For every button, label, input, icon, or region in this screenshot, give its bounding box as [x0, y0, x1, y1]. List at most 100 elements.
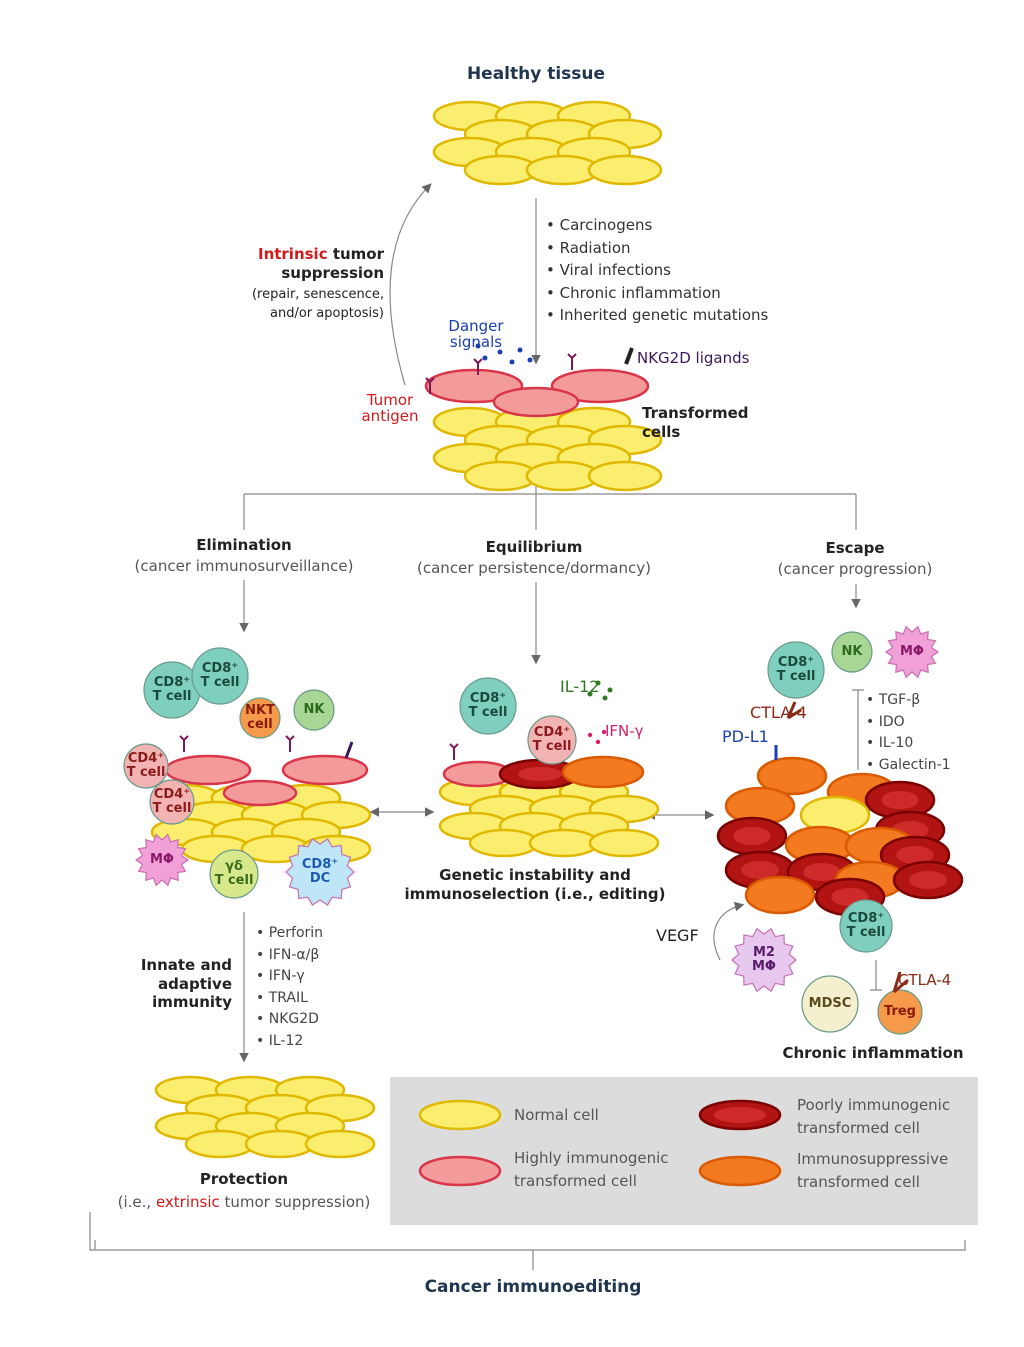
phase-equilibrium-title: Equilibrium [485, 538, 583, 556]
legend-swatches [418, 1099, 782, 1187]
causes-list: Carcinogens Radiation Viral infections C… [546, 214, 769, 327]
il12-label: IL-12 [560, 677, 600, 696]
intrinsic-suppression-label: Intrinsic tumor [258, 245, 384, 264]
inhibition-treg [870, 960, 882, 991]
cd4-t-cell [527, 715, 577, 765]
intrinsic-word: Intrinsic [257, 245, 328, 263]
title-healthy-tissue: Healthy tissue [466, 64, 606, 84]
highly-immunogenic-cell [281, 754, 369, 786]
effector-item: TRAIL [256, 988, 323, 1010]
legend-swatch-immunosuppressive [698, 1155, 782, 1187]
highly-immunogenic-cell [424, 368, 524, 404]
cause-item: Chronic inflammation [546, 282, 768, 305]
normal-cell [468, 828, 540, 858]
footer-cancer-immunoediting: Cancer immunoediting [424, 1277, 642, 1297]
tumor-antigen-icon [567, 353, 577, 370]
editing-caption-line1: Genetic instability and [439, 866, 631, 884]
ctla4-treg-label: CTLA-4 [898, 971, 952, 989]
highly-immunogenic-cell [222, 779, 298, 807]
effectors-list: Perforin IFN-α/β IFN-γ TRAIL NKG2D IL-12 [256, 923, 323, 1052]
immune-cells [123, 625, 940, 1035]
legend-swatch-normal [418, 1099, 502, 1131]
danger-signal-dot [517, 347, 523, 353]
legend-swatch-poorly-inner [714, 1107, 766, 1123]
cd8-dc-label: CD8⁺DC [301, 857, 339, 886]
macrophage [134, 833, 190, 887]
macrophage [884, 625, 940, 679]
protection-extrinsic-word: extrinsic [155, 1193, 220, 1211]
intrinsic-suppression-line3: (repair, senescence, [251, 287, 384, 302]
il12-dot [602, 695, 608, 701]
intrinsic-suppression-line2: suppression [281, 264, 384, 282]
cause-item: Inherited genetic mutations [546, 304, 769, 327]
cd4-t-cell-label: CD4⁺T cell [532, 725, 572, 754]
protection-subtitle: (i.e., extrinsic tumor suppression) [118, 1193, 371, 1212]
effector-item: IFN-α/β [256, 945, 323, 967]
cd4-t-cell-label: CD4⁺T cell [126, 751, 166, 780]
legend-poorly-line1: Poorly immunogenic [797, 1096, 951, 1114]
il12-dot [595, 680, 601, 686]
nkg2d-ligands-label: NKG2D ligands [637, 349, 750, 367]
protection-post: tumor suppression) [219, 1193, 371, 1211]
tumor-antigen-icon [285, 735, 295, 752]
phase-escape-subtitle: (cancer progression) [777, 560, 933, 578]
mdsc [801, 975, 859, 1033]
poorly-cell-nucleus [881, 791, 919, 809]
ifng-dot [587, 732, 593, 738]
cause-item: Radiation [546, 237, 768, 260]
factor-item: Galectin-1 [866, 755, 951, 777]
gd-t-cell [209, 849, 259, 899]
danger-signal-dot [497, 349, 503, 355]
factor-item: IL-10 [866, 733, 951, 755]
highly-immunogenic-cell [550, 368, 650, 404]
tumor-antigen-icon [449, 743, 459, 760]
effector-item: IFN-γ [256, 966, 323, 988]
immunosuppressive-cell [561, 755, 645, 789]
intrinsic-suppression-line4: and/or apoptosis) [270, 306, 384, 321]
ctla4-icon [786, 701, 802, 720]
legend-immunosuppressive-line2: transformed cell [797, 1173, 920, 1191]
poorly-cell-nucleus [909, 871, 947, 889]
normal-cell [184, 1129, 256, 1159]
receptor-icons [179, 343, 909, 994]
phase-escape-title: Escape [825, 539, 885, 557]
cd8-t-cell-label: CD8⁺T cell [152, 675, 192, 704]
tumor-antigen-icon [425, 377, 435, 394]
chronic-inflammation-label: Chronic inflammation [782, 1044, 964, 1062]
legend-normal-label: Normal cell [514, 1106, 599, 1124]
nkt-cell [239, 697, 281, 739]
macrophage-label: MΦ [900, 644, 924, 659]
nkg2d-ligand-icon [344, 741, 354, 759]
ctla4-label: CTLA-4 [750, 703, 807, 722]
immunity-line1: Innate and [140, 956, 232, 974]
cd8-t-cell-label: CD8⁺T cell [200, 661, 240, 690]
treg [877, 989, 923, 1035]
intrinsic-rest: tumor [327, 245, 384, 263]
nk-cell-label: NK [303, 702, 325, 717]
arrow-intrinsic-suppression [389, 183, 432, 386]
immunosuppressive-cell [744, 875, 816, 915]
factor-item: IDO [866, 712, 951, 734]
legend: Normal cell Highly immunogenic transform… [390, 1077, 978, 1225]
phase-elimination-title: Elimination [196, 536, 292, 554]
normal-cell [244, 1129, 316, 1159]
legend-swatch-highly [418, 1155, 502, 1187]
cd4-t-cell [123, 743, 169, 789]
pdl1-label: PD-L1 [722, 727, 769, 746]
protection-pre: (i.e., [117, 1193, 156, 1211]
legend-highly-line1: Highly immunogenic [514, 1149, 669, 1167]
highly-immunogenic-cell [164, 754, 252, 786]
ifng-dot [601, 729, 607, 735]
legend-immunosuppressive-line1: Immunosuppressive [797, 1150, 949, 1168]
danger-signal-dot [527, 357, 533, 363]
poorly-cell-nucleus [803, 863, 841, 881]
transformed-cells-line2: cells [642, 423, 681, 441]
poorly-cell-nucleus [733, 827, 771, 845]
cd8-t-cell [839, 899, 893, 953]
poorly-cell-nucleus [518, 767, 562, 781]
cause-item: Viral infections [546, 259, 768, 282]
mdsc-label: MDSC [808, 996, 852, 1011]
